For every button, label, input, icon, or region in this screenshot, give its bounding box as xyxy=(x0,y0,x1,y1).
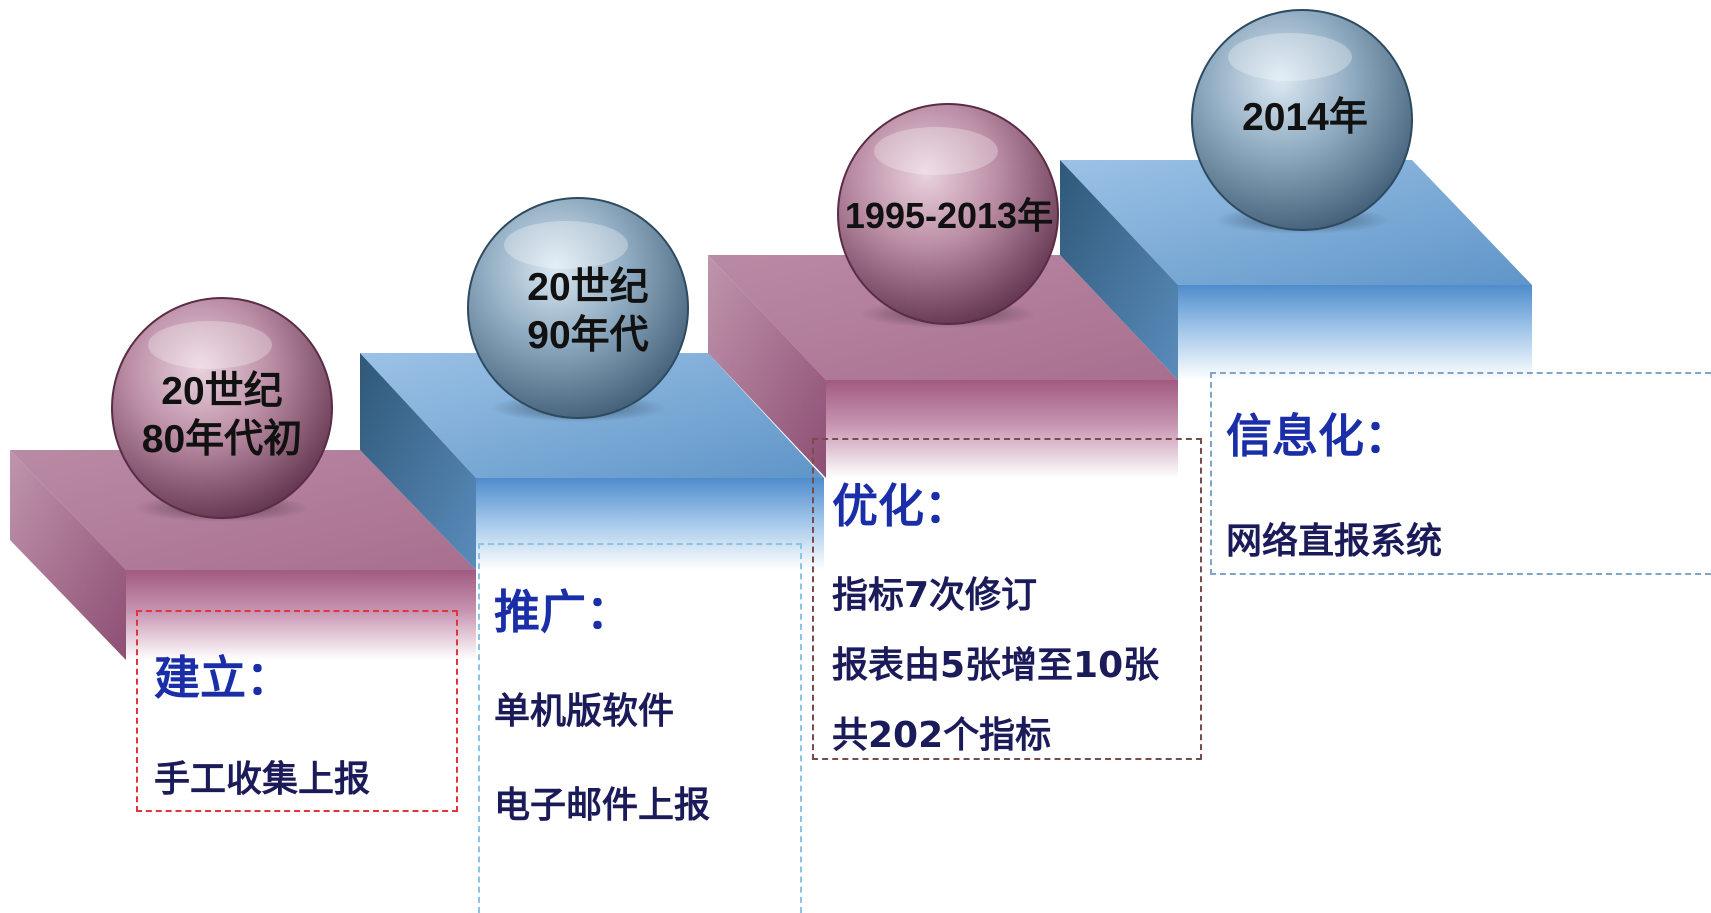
info-box-4 xyxy=(1210,372,1711,575)
sphere-3-label: 1995-2013年 xyxy=(834,192,1064,240)
box-2-title: 推广： xyxy=(494,585,632,639)
box-3-item: 报表由5张增至10张 xyxy=(832,645,1160,686)
box-4-item: 网络直报系统 xyxy=(1226,521,1443,562)
box-3-item: 指标7次修订 xyxy=(832,575,1038,616)
step-1-block xyxy=(10,450,476,660)
era-line: 90年代 xyxy=(527,314,649,357)
box-4-title: 信息化： xyxy=(1226,409,1410,463)
sphere-4 xyxy=(1191,9,1413,231)
sphere-2-label: 20世纪 90年代 xyxy=(498,264,678,360)
sphere-1 xyxy=(111,297,333,519)
info-box-3 xyxy=(812,438,1202,760)
box-3-item: 共202个指标 xyxy=(832,715,1052,756)
step-4-block xyxy=(1060,160,1532,380)
box-1-title: 建立： xyxy=(154,651,292,705)
info-box-1 xyxy=(136,610,458,812)
box-3-title: 优化： xyxy=(832,479,970,533)
era-line: 20世纪 xyxy=(527,266,649,309)
box-2-item: 电子邮件上报 xyxy=(494,785,711,826)
sphere-4-label: 2014年 xyxy=(1220,94,1390,142)
info-box-2 xyxy=(478,543,802,913)
sphere-3 xyxy=(837,103,1059,325)
box-2-item: 单机版软件 xyxy=(494,691,675,732)
era-line: 20世纪 xyxy=(161,370,283,413)
era-line: 80年代初 xyxy=(141,418,303,461)
box-1-item: 手工收集上报 xyxy=(154,759,371,800)
era-line: 1995-2013年 xyxy=(844,195,1054,236)
era-line: 2014年 xyxy=(1242,96,1368,139)
sphere-1-label: 20世纪 80年代初 xyxy=(132,368,312,464)
sphere-2 xyxy=(467,197,689,419)
